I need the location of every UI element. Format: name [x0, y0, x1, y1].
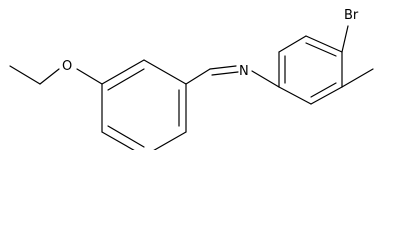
ring-bond: [153, 131, 187, 150]
oxygen-label: O: [62, 59, 72, 74]
ring-bond: [101, 131, 135, 150]
bromo-substituent: Br: [341, 8, 359, 53]
ring-methyl-bond: [341, 68, 374, 88]
ring-bond: [278, 35, 307, 53]
ring-double-bond: [107, 125, 145, 148]
left-benzene-ring: [101, 59, 187, 150]
ethoxy-group: O: [9, 59, 103, 85]
ethyl-bond: [9, 65, 41, 85]
ring-bond: [305, 35, 343, 53]
oxygen-ethyl-bond: [39, 68, 60, 85]
ring-oxygen-bond: [76, 68, 103, 85]
chemical-structure-diagram: O N Br: [9, 8, 374, 150]
nitrogen-label: N: [239, 64, 249, 79]
ring-ch-bond: [185, 68, 211, 85]
imine-double-bond: [209, 65, 237, 70]
bromine-label: Br: [344, 8, 359, 23]
methyl-substituent: [341, 68, 374, 88]
ring-double-bond: [310, 82, 337, 98]
ring-double-bond: [107, 68, 145, 91]
imine-double-bond: [211, 71, 239, 76]
nitrogen-ring-bond: [251, 70, 280, 88]
ring-double-bond: [305, 42, 337, 57]
right-benzene-ring: [278, 35, 343, 105]
ring-bond: [278, 86, 312, 105]
imine-linkage: N: [185, 64, 280, 88]
ring-bromine-bond: [341, 25, 349, 53]
ring-bond: [101, 59, 145, 85]
ring-bond: [310, 86, 343, 105]
ring-bond: [143, 59, 187, 85]
